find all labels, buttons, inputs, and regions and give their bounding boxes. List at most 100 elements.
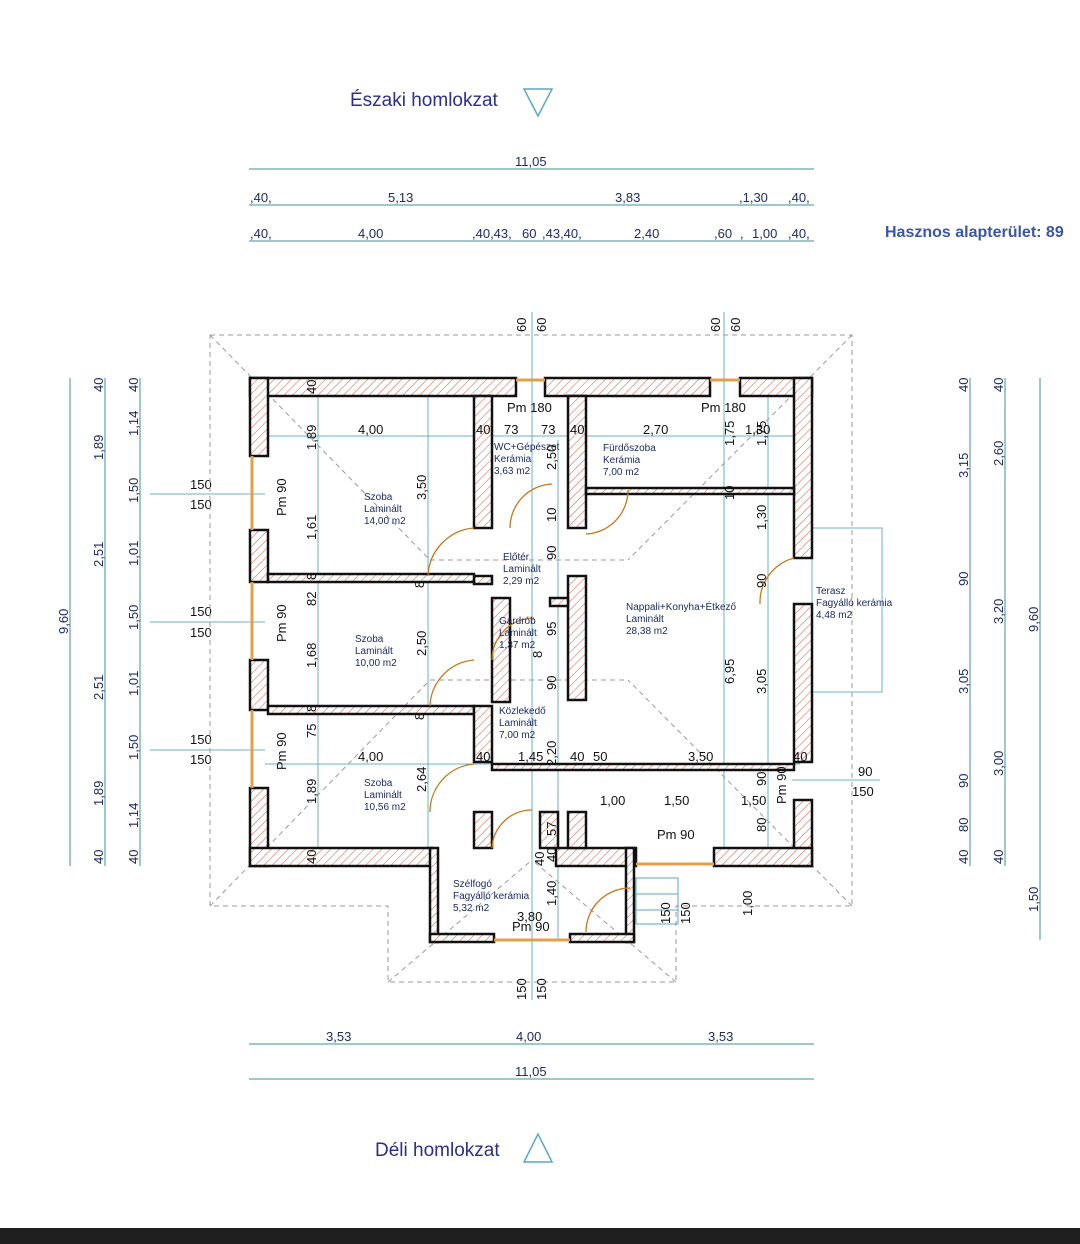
doors bbox=[427, 483, 795, 933]
right-dim-2-2: 3,20 bbox=[991, 599, 1006, 624]
room-name: Szoba bbox=[364, 778, 393, 789]
top-dim-2-4: ,40, bbox=[788, 190, 810, 205]
room-corridor: Közlekedő Laminált 7,00 m2 bbox=[499, 706, 546, 741]
inner-dimensions: 4,00 40 73 73 40 2,70 1,30 4,00 40 1,45 … bbox=[304, 380, 807, 924]
entrance-steps bbox=[635, 877, 679, 925]
room-terrace: Terasz Fagyálló kerámia 4,48 m2 bbox=[816, 586, 893, 621]
top-dim-3-5: 2,40 bbox=[634, 226, 659, 241]
pm-label-1: Pm 180 bbox=[701, 400, 746, 415]
left-dim-3-4: 1,50 bbox=[126, 605, 141, 630]
inner-v-26: 40 bbox=[544, 848, 559, 862]
inner-v-17: 3,80 bbox=[517, 909, 542, 924]
inner-v-27: 90 bbox=[544, 676, 559, 690]
room-floor: Laminált bbox=[364, 790, 402, 801]
top-dim-2-2: 3,83 bbox=[615, 190, 640, 205]
inner-mid-2: 1,45 bbox=[518, 749, 543, 764]
room-floor: Laminált bbox=[355, 646, 393, 657]
inner-v-1: 1,61 bbox=[304, 515, 319, 540]
inner-v-23: 8 bbox=[530, 651, 545, 658]
left-dim-2-5: 40 bbox=[91, 850, 106, 864]
inner-mid-4: 50 bbox=[593, 749, 607, 764]
inner-v-9: 1,75 bbox=[722, 421, 737, 446]
room-bedroom-3: Szoba Laminált 10,56 m2 bbox=[364, 778, 406, 813]
left-dim-2-1: 1,89 bbox=[91, 435, 106, 460]
inner-v-13: 90 bbox=[754, 574, 769, 588]
room-area: 7,00 m2 bbox=[603, 467, 640, 478]
inner-v-29: 80 bbox=[754, 818, 769, 832]
left-window-dim-3: 150 bbox=[190, 625, 212, 640]
left-dim-3-0: 40 bbox=[126, 378, 141, 392]
pm-label-4: Pm 90 bbox=[274, 732, 289, 770]
pm-label-3: Pm 90 bbox=[274, 604, 289, 642]
inner-v-25: 57 bbox=[544, 822, 559, 836]
room-bedroom-2: Szoba Laminált 10,00 m2 bbox=[355, 634, 397, 669]
room-area: 3,63 m2 bbox=[494, 466, 531, 477]
room-name: Közlekedő bbox=[499, 706, 546, 717]
inner-top-1: 40 bbox=[476, 422, 490, 437]
room-name: Terasz bbox=[816, 586, 845, 597]
right-door-dim-1: 150 bbox=[852, 784, 874, 799]
right-total-dim: 9,60 bbox=[1026, 607, 1041, 632]
left-window-dim-0: 150 bbox=[190, 477, 212, 492]
bottom-dim-0: 3,53 bbox=[326, 1029, 351, 1044]
right-dimension-chains: 40 3,15 90 3,05 90 80 40 40 2,60 3,20 3,… bbox=[792, 378, 1041, 940]
left-total-dim: 9,60 bbox=[56, 609, 71, 634]
left-dim-3-2: 1,50 bbox=[126, 478, 141, 503]
room-floor: Laminált bbox=[499, 718, 537, 729]
right-door-dim-0: 90 bbox=[858, 764, 872, 779]
room-vestibule: Szélfogó Fagyálló kerámia 5,32 m2 bbox=[453, 879, 530, 914]
wall-mark-2: 40 bbox=[793, 749, 807, 764]
top-dim-3-9: ,40, bbox=[788, 226, 810, 241]
top-dim-2-3: ,1,30 bbox=[739, 190, 768, 205]
inner-v-14: 6,95 bbox=[722, 659, 737, 684]
pm-label-2: Pm 90 bbox=[274, 478, 289, 516]
inner-top-3: 73 bbox=[541, 422, 555, 437]
inner-mid-3: 40 bbox=[570, 749, 584, 764]
wall-mark-1: 40 bbox=[304, 850, 319, 864]
windows bbox=[250, 378, 740, 942]
wall-mark-3: 8 bbox=[304, 573, 319, 580]
inner-mid-5: 3,50 bbox=[688, 749, 713, 764]
top-opening-3: 60 bbox=[728, 318, 743, 332]
wall-mark-7: 40 bbox=[532, 852, 547, 866]
left-window-dim-1: 150 bbox=[190, 497, 212, 512]
north-arrow-icon bbox=[522, 88, 554, 118]
room-area: 1,37 m2 bbox=[499, 640, 536, 651]
right-dim-2-5: 1,50 bbox=[1026, 887, 1041, 912]
top-opening-2: 60 bbox=[708, 318, 723, 332]
left-dim-3-1: 1,14 bbox=[126, 411, 141, 436]
room-area: 7,00 m2 bbox=[499, 730, 536, 741]
inner-v-8: 2,64 bbox=[414, 767, 429, 792]
top-dimension-chains: 11,05 ,40, 5,13 3,83 ,1,30 ,40, ,40, 4,0… bbox=[249, 154, 814, 242]
room-floor: Laminált bbox=[499, 628, 537, 639]
room-floor: Laminált bbox=[626, 614, 664, 625]
left-window-dim-2: 150 bbox=[190, 604, 212, 619]
left-dim-3-5: 1,01 bbox=[126, 671, 141, 696]
inner-mid-0: 4,00 bbox=[358, 749, 383, 764]
right-dim-1-4: 90 bbox=[956, 774, 971, 788]
walls bbox=[248, 376, 814, 944]
inner-v-21: 90 bbox=[544, 546, 559, 560]
left-window-dim-5: 150 bbox=[190, 752, 212, 767]
inner-low-2: 1,50 bbox=[741, 793, 766, 808]
top-dim-3-7: , bbox=[740, 226, 744, 241]
room-name: Fürdőszoba bbox=[603, 443, 656, 454]
south-facade-title: Déli homlokzat bbox=[375, 1140, 500, 1161]
right-dim-1-2: 90 bbox=[956, 572, 971, 586]
inner-top-4: 40 bbox=[570, 422, 584, 437]
bottom-dimension-chains: 3,53 4,00 3,53 11,05 bbox=[249, 1029, 814, 1080]
top-dim-3-1: 4,00 bbox=[358, 226, 383, 241]
room-labels: Szoba Laminált 14,00 m2 Szoba Laminált 1… bbox=[355, 442, 893, 914]
north-facade-title: Északi homlokzat bbox=[350, 90, 499, 111]
room-wc: WC+Gépészet Kerámia 3,63 m2 bbox=[494, 442, 560, 477]
room-floor: Kerámia bbox=[603, 455, 641, 466]
inner-v-12: 1,30 bbox=[754, 505, 769, 530]
room-name: WC+Gépészet bbox=[494, 442, 560, 453]
room-name: Szélfogó bbox=[453, 879, 492, 890]
room-name: Nappali+Konyha+Étkező bbox=[626, 600, 737, 613]
inner-v-28: 90 bbox=[754, 772, 769, 786]
top-dim-2-1: 5,13 bbox=[388, 190, 413, 205]
inner-top-0: 4,00 bbox=[358, 422, 383, 437]
pm-label-6: Pm 90 bbox=[657, 827, 695, 842]
right-dim-1-5: 80 bbox=[956, 818, 971, 832]
